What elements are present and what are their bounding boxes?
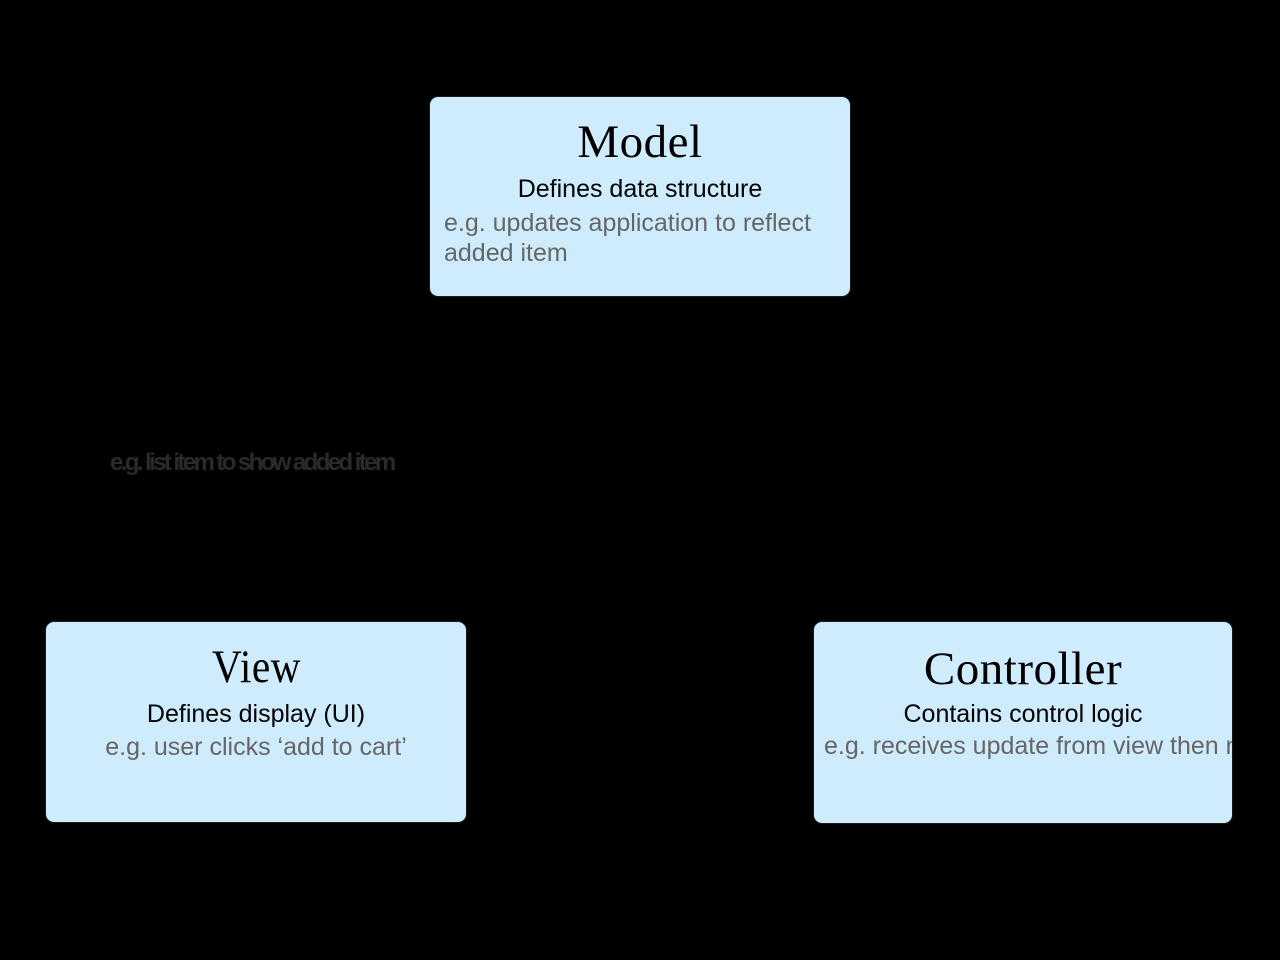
controller-subtitle: Contains control logic	[903, 700, 1143, 728]
controller-example-text: e.g. receives update from view then noti…	[824, 732, 1232, 760]
mvc-node-model[interactable]: Model Defines data structure e.g. update…	[429, 96, 851, 297]
model-subtitle: Defines data structure	[517, 175, 763, 203]
view-subtitle: Defines display (UI)	[146, 700, 366, 728]
mvc-node-controller[interactable]: Controller Contains control logic e.g. r…	[813, 621, 1233, 824]
controller-title: Controller	[923, 643, 1123, 695]
view-title: View	[211, 641, 301, 693]
model-example-text: e.g. updates application to reflect adde…	[444, 209, 811, 267]
mvc-node-view[interactable]: View Defines display (UI) e.g. user clic…	[45, 621, 467, 823]
model-to-view-annotation: e.g. list item to show added item	[110, 449, 396, 476]
view-example-text: e.g. user clicks ‘add to cart’	[105, 733, 407, 761]
model-title: Model	[577, 116, 703, 168]
